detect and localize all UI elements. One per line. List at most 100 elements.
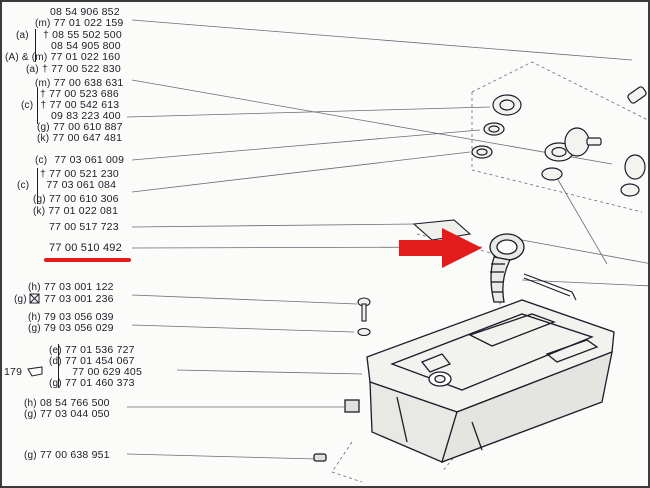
part-code: (e) [49,345,62,356]
dagger-icon: † [40,168,47,180]
part-number: 77 00 523 686 [49,88,119,100]
part-code: (c) [17,180,30,191]
part-row-30: (g) 77 00 638 951 [24,449,110,462]
part-code: (h) [28,312,41,323]
part-code: (a) [16,30,29,41]
part-row-14: † 77 00 521 230 [40,168,119,180]
part-number: 77 00 521 230 [49,168,119,180]
part-row-19-highlighted: 77 00 510 492 [49,242,122,254]
bracket-part [344,399,360,413]
cap-right-part [624,154,646,180]
part-code: (g) [37,122,50,133]
part-number: 77 00 638 631 [53,77,124,89]
part-code: (g) [14,294,27,305]
part-number: 77 03 001 236 [43,293,114,305]
washer-part [357,327,371,337]
part-number: 77 03 044 050 [39,408,110,420]
part-row-07: (m) 77 00 638 631 [35,77,123,90]
part-number: 08 54 906 852 [50,6,120,18]
dagger-icon: † [41,63,48,75]
part-row-18: 77 00 517 723 [49,221,119,233]
part-row-26: 179 77 00 629 405 [4,366,142,378]
part-row-15: (c) 77 03 061 084 [17,179,116,192]
drain-plug-part [313,453,327,462]
part-row-29: (g) 77 03 044 050 [24,408,110,421]
part-number: 77 00 610 887 [52,121,123,133]
part-number: 77 03 061 084 [46,179,117,191]
part-row-04: 08 54 905 800 [51,40,121,52]
part-code: (A) & (m) [5,52,48,63]
lock-barrel-part [564,127,590,157]
group-bracket-c2 [37,168,38,204]
part-row-05: (A) & (m) 77 01 022 160 [5,51,120,64]
fuel-tank-part [313,299,615,464]
seal-right-part [620,183,640,197]
part-row-01: 08 54 906 852 [50,6,120,19]
part-number: 79 03 056 039 [43,311,114,323]
part-number: 79 03 056 029 [43,322,114,334]
highlighted-part-number: 77 00 510 492 [49,242,122,254]
filler-neck-part [489,233,525,303]
part-number: 77 01 454 067 [64,355,135,367]
part-row-11: (g) 77 00 610 887 [37,121,123,134]
filler-cap-parts [471,86,647,197]
side-reference: 179 [4,366,23,378]
part-number: 77 03 061 009 [54,154,125,166]
part-code: (h) [28,282,41,293]
part-number: 77 01 536 727 [64,344,135,356]
group-bracket-179 [58,344,59,388]
part-row-28: (h) 08 54 766 500 [24,397,110,410]
bolt-part [357,297,371,337]
part-number: 77 00 522 830 [51,63,121,75]
key-top-part [627,86,647,104]
leader-lines [126,19,648,460]
part-code: (c) [35,155,48,166]
red-arrow [399,228,482,268]
part-code: (k) [33,206,46,217]
part-row-08: † 77 00 523 686 [40,88,119,100]
group-bracket-a [35,29,36,62]
part-number: 77 00 517 723 [49,221,119,233]
part-code: (g) [33,194,46,205]
key-part [586,137,602,146]
dagger-icon: † [40,88,47,100]
part-code: (k) [37,133,50,144]
wire-part [523,273,577,301]
part-number: 77 01 460 373 [64,377,135,389]
dagger-icon: † [42,29,49,41]
part-row-27: (g) 77 01 460 373 [49,377,135,390]
part-code: (g) [24,450,37,461]
part-row-12: (k) 77 00 647 481 [37,132,122,145]
part-number: 77 00 629 405 [72,366,142,378]
group-bracket-c1 [37,88,38,124]
part-number: 08 54 766 500 [39,397,110,409]
locking-seal-part [541,167,563,181]
part-row-03: (a) † 08 55 502 500 [16,29,122,42]
part-number: 77 03 001 122 [43,281,114,293]
part-row-22: (h) 79 03 056 039 [28,311,114,324]
part-number: 77 01 022 081 [48,205,119,217]
dagger-icon: † [40,99,47,111]
part-number: 77 01 022 159 [53,17,124,29]
part-number: 77 00 647 481 [52,132,123,144]
part-row-06: (a) † 77 00 522 830 [26,63,121,76]
part-code: (d) [49,356,62,367]
part-code: (c) [21,100,34,111]
part-number: 77 00 610 306 [48,193,119,205]
part-number: 09 83 223 400 [51,110,121,122]
part-row-25: (d) 77 01 454 067 [49,355,135,368]
part-row-24: (e) 77 01 536 727 [49,344,135,357]
part-row-02: (m) 77 01 022 159 [35,17,123,30]
part-row-17: (k) 77 01 022 081 [33,205,118,218]
part-code: (m) [35,18,51,29]
pictogram-icon [27,366,43,377]
part-number: 08 55 502 500 [52,29,122,41]
boxed-x-icon [29,293,40,304]
part-number: 77 01 022 160 [50,51,121,63]
part-row-21: (g) 77 03 001 236 [14,293,114,306]
part-row-16: (g) 77 00 610 306 [33,193,119,206]
part-code: (g) [49,378,62,389]
part-number: 77 00 542 613 [49,99,120,111]
